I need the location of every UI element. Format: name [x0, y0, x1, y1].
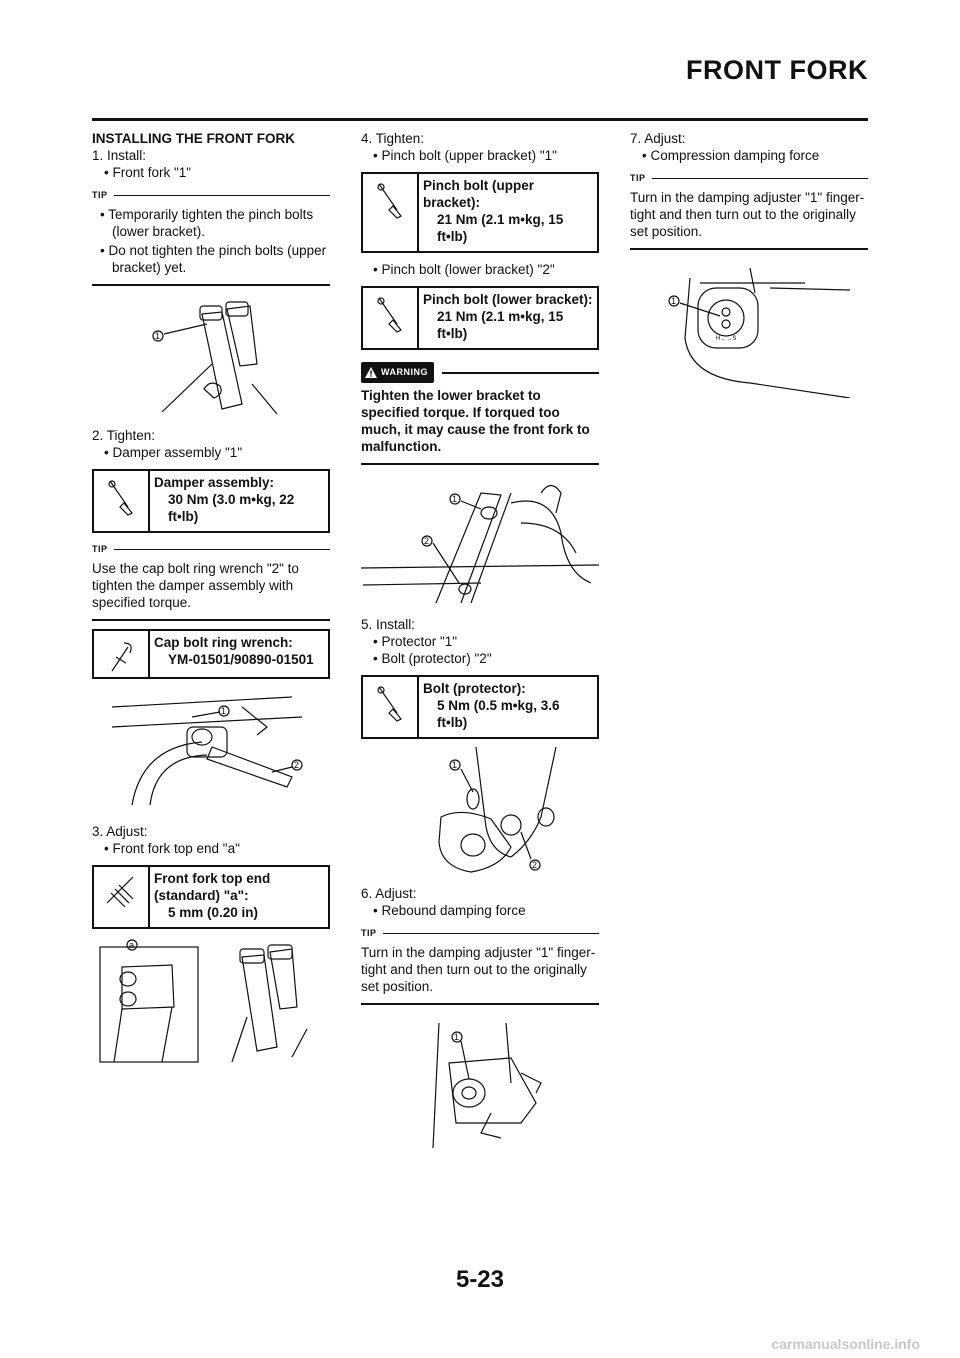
- tip-box: TIP Use the cap bolt ring wrench "2" to …: [92, 541, 330, 621]
- tip-box: TIP Turn in the damping adjuster "1" fin…: [361, 925, 599, 1005]
- spec-box-topend: Front fork top end (standard) "a": 5 mm …: [92, 865, 330, 929]
- tip-box: TIP • Temporarily tighten the pinch bolt…: [92, 187, 330, 286]
- tip-text: Turn in the damping adjuster "1" finger-…: [630, 190, 865, 239]
- step-4-bullet-1: Pinch bolt (upper bracket) "1": [361, 147, 599, 164]
- figure-damper-wrench: 1 2: [111, 696, 303, 806]
- figure-label: 1: [454, 1032, 459, 1042]
- spec-value: 21 Nm (2.1 m•kg, 15 ft•lb): [437, 309, 564, 341]
- step-7: 7. Adjust:: [630, 131, 686, 146]
- step-2-bullet: Damper assembly "1": [92, 444, 330, 461]
- spec-value: 5 Nm (0.5 m•kg, 3.6 ft•lb): [437, 698, 560, 730]
- column-3: 7. Adjust: Compression damping force TIP…: [630, 130, 868, 406]
- tip-text: Use the cap bolt ring wrench "2" to tigh…: [92, 561, 299, 610]
- header-rule: [92, 118, 868, 121]
- spec-name: Cap bolt ring wrench:: [154, 635, 293, 650]
- spec-box-damper: Damper assembly: 30 Nm (3.0 m•kg, 22 ft•…: [92, 469, 330, 533]
- figure-label: 1: [452, 760, 457, 770]
- spec-box-upper-pinch: Pinch bolt (upper bracket): 21 Nm (2.1 m…: [361, 172, 599, 253]
- torque-wrench-icon: [363, 288, 419, 348]
- step-6: 6. Adjust:: [361, 886, 417, 901]
- special-tool-icon: [94, 631, 150, 677]
- spec-name: Front fork top end (standard) "a":: [154, 871, 271, 903]
- torque-wrench-icon: [363, 174, 419, 251]
- tip-text: Turn in the damping adjuster "1" finger-…: [361, 945, 596, 994]
- page-number: 5-23: [455, 1266, 505, 1293]
- figure-label: 1: [452, 494, 457, 504]
- figure-fork-top-end: a: [99, 939, 308, 1063]
- figure-pinch-bolts: 1 2: [361, 484, 599, 604]
- figure-label: 1: [221, 706, 226, 716]
- step-1: 1. Install:: [92, 148, 147, 163]
- watermark: carmanualsonline.info: [771, 1336, 920, 1352]
- adjuster-direction-label: H←→S: [716, 336, 736, 342]
- measurement-icon: [94, 867, 150, 927]
- spec-value: 30 Nm (3.0 m•kg, 22 ft•lb): [168, 492, 295, 524]
- torque-wrench-icon: [94, 471, 150, 531]
- warning-badge: WARNING: [361, 362, 434, 383]
- spec-box-wrench: Cap bolt ring wrench: YM-01501/90890-015…: [92, 629, 330, 679]
- figure-label: a: [129, 940, 134, 950]
- figure-label: 2: [532, 860, 537, 870]
- step-5: 5. Install:: [361, 617, 416, 632]
- spec-value: 21 Nm (2.1 m•kg, 15 ft•lb): [437, 212, 564, 244]
- warning-text: Tighten the lower bracket to specified t…: [361, 388, 590, 454]
- tip-label: TIP: [630, 173, 646, 183]
- tip-bullet: • Do not tighten the pinch bolts (upper …: [100, 243, 327, 275]
- step-3-bullet: Front fork top end "a": [92, 840, 330, 857]
- column-2: 4. Tighten: Pinch bolt (upper bracket) "…: [361, 130, 599, 1156]
- spec-box-protector: Bolt (protector): 5 Nm (0.5 m•kg, 3.6 ft…: [361, 675, 599, 739]
- spec-value: YM-01501/90890-01501: [168, 652, 314, 667]
- spec-name: Damper assembly:: [154, 475, 275, 490]
- column-1: INSTALLING THE FRONT FORK 1. Install: Fr…: [92, 130, 330, 1075]
- spec-name: Pinch bolt (lower bracket):: [423, 292, 593, 307]
- page-title: FRONT FORK: [686, 55, 868, 85]
- figure-protector: 1 2: [438, 747, 557, 873]
- figure-label: 2: [424, 536, 429, 546]
- tip-bullet: • Temporarily tighten the pinch bolts (l…: [100, 207, 314, 239]
- figure-label: 2: [294, 760, 299, 770]
- figure-front-fork-install: 1: [152, 301, 278, 415]
- spec-value: 5 mm (0.20 in): [168, 905, 259, 920]
- figure-rebound-adjuster: 1: [432, 1022, 542, 1148]
- tip-box: TIP Turn in the damping adjuster "1" fin…: [630, 170, 868, 250]
- step-7-bullet: Compression damping force: [630, 147, 868, 164]
- step-4-bullet-2: Pinch bolt (lower bracket) "2": [361, 261, 599, 278]
- step-5-bullet-1: Protector "1": [361, 633, 599, 650]
- step-5-bullet-2: Bolt (protector) "2": [361, 650, 599, 667]
- figure-label: 1: [671, 296, 676, 306]
- tip-label: TIP: [92, 190, 108, 200]
- step-4: 4. Tighten:: [361, 131, 425, 146]
- step-1-bullet: Front fork "1": [92, 164, 330, 181]
- step-6-bullet: Rebound damping force: [361, 902, 599, 919]
- torque-wrench-icon: [363, 677, 419, 737]
- spec-name: Bolt (protector):: [423, 681, 526, 696]
- step-2: 2. Tighten:: [92, 428, 156, 443]
- warning-box: WARNING Tighten the lower bracket to spe…: [361, 362, 599, 465]
- tip-label: TIP: [361, 928, 377, 938]
- spec-name: Pinch bolt (upper bracket):: [423, 178, 534, 210]
- figure-label: 1: [155, 331, 160, 341]
- step-3: 3. Adjust:: [92, 824, 148, 839]
- figure-compression-adjuster: H←→S 1: [668, 267, 851, 398]
- tip-label: TIP: [92, 544, 108, 554]
- warning-triangle-icon: [365, 367, 377, 378]
- spec-box-lower-pinch: Pinch bolt (lower bracket): 21 Nm (2.1 m…: [361, 286, 599, 350]
- section-heading: INSTALLING THE FRONT FORK: [92, 131, 295, 146]
